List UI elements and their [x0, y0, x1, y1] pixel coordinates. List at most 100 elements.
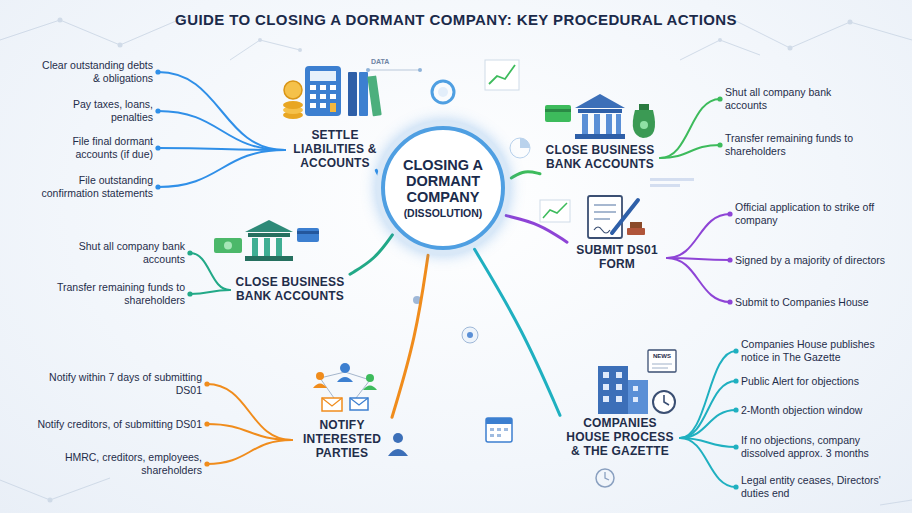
calculator-icon	[310, 71, 336, 81]
hub-node-decoration	[467, 332, 473, 338]
leaf-dot	[717, 96, 722, 101]
network-decoration	[718, 38, 722, 42]
calendar-icon	[486, 418, 512, 424]
leaf-dot	[155, 69, 160, 74]
building-icon	[616, 384, 622, 390]
clock-icon	[653, 391, 675, 413]
leaf-dot	[733, 407, 738, 412]
calculator-icon	[305, 66, 341, 116]
spoke-connector	[506, 216, 567, 243]
leaf-dot	[155, 145, 160, 150]
leaf-dot	[727, 299, 732, 304]
branch-heading: CLOSE BUSINESS BANK ACCOUNTS	[540, 142, 660, 174]
data-decoration	[418, 68, 422, 72]
document-icon	[630, 222, 642, 228]
leaf-item: Shut all company bank accounts	[720, 85, 875, 113]
leaf-text: 2-Month objection window	[741, 404, 862, 417]
branch-heading: CLOSE BUSINESS BANK ACCOUNTS	[230, 274, 350, 306]
newspaper-icon	[652, 368, 668, 369]
heading-text: COMPANIES HOUSE PROCESS & THE GAZETTE	[564, 417, 676, 458]
leaf-text: Notify creditors, of submitting DS01	[37, 418, 202, 431]
building-icon	[628, 380, 648, 414]
branch-connector	[680, 438, 736, 487]
leaf-item: Official application to strike off compa…	[730, 200, 890, 228]
leaf-dot	[733, 444, 738, 449]
small-clock-icon	[596, 469, 614, 487]
card-icon	[297, 228, 319, 242]
calculator-icon	[310, 85, 336, 112]
leaf-dot	[187, 291, 192, 296]
newspaper-icon	[648, 350, 676, 372]
binders-icon	[348, 72, 382, 116]
network-decoration	[0, 15, 912, 505]
diagram-title: GUIDE TO CLOSING A DORMANT COMPANY: KEY …	[0, 11, 912, 28]
building-icon	[603, 384, 609, 390]
money-bag-icon	[633, 104, 655, 138]
chart-decoration	[650, 184, 680, 187]
people-network-icon	[313, 384, 327, 389]
network-decoration	[48, 498, 53, 503]
leaf-text: HMRC, creditors, employees, shareholders	[37, 451, 202, 477]
leaf-text: Signed by a majority of directors	[735, 254, 885, 267]
branch-connector	[207, 440, 292, 464]
leaf-item: Transfer remaining funds to shareholders	[720, 131, 875, 159]
bank-icon	[575, 94, 625, 139]
bank-icon	[248, 233, 290, 237]
bank-icon	[582, 114, 588, 134]
network-decoration	[118, 43, 123, 48]
people-network-icon	[320, 372, 370, 398]
bank-icon	[245, 256, 293, 261]
leaf-item: Notify within 7 days of submitting DS01	[32, 370, 207, 398]
bank-icon	[245, 220, 293, 261]
network-decoration	[848, 20, 853, 25]
leaf-dot	[187, 250, 192, 255]
document-icon	[627, 228, 645, 235]
money-bag-icon	[640, 121, 648, 129]
people-network-icon	[313, 363, 377, 411]
newspaper-icon	[652, 364, 672, 365]
chart-decoration	[540, 200, 570, 222]
bank-icon	[264, 238, 270, 256]
chart-decoration	[650, 178, 694, 181]
cash-icon	[214, 238, 242, 253]
hub-node-decoration	[462, 327, 478, 343]
leaf-dot	[733, 378, 738, 383]
calculator-icon	[310, 85, 316, 90]
branch-connector	[158, 72, 285, 150]
network-decoration	[788, 46, 793, 51]
leaf-dot	[155, 184, 160, 189]
calculator-icon	[330, 103, 336, 112]
branch-connector	[190, 253, 230, 290]
data-decoration	[432, 81, 454, 103]
calculator-icon	[330, 94, 336, 99]
bank-icon	[245, 220, 293, 232]
bank-icon	[252, 238, 282, 256]
leaf-item: File final dormant accounts (if due)	[33, 134, 158, 162]
leaf-text: Submit to Companies House	[735, 296, 869, 309]
building-icon	[603, 372, 609, 378]
branch-heading: SETTLE LIABILITIES & ACCOUNTS	[285, 127, 385, 172]
leaf-item: Public Alert for objections	[736, 374, 864, 389]
building-icon	[616, 396, 622, 402]
coins-icon	[283, 101, 303, 109]
small-clock-icon	[596, 469, 614, 487]
leaf-text: Transfer remaining funds to shareholders	[725, 132, 870, 158]
clock-icon	[664, 395, 669, 405]
calendar-icon	[486, 418, 512, 442]
chart-decoration	[489, 65, 515, 84]
coins-icon	[284, 81, 302, 99]
leaf-text: Notify within 7 days of submitting DS01	[37, 371, 202, 397]
people-network-icon	[316, 372, 324, 380]
spoke-connector	[511, 172, 540, 178]
leaf-item: Transfer remaining funds to shareholders	[50, 280, 190, 308]
card-icon	[545, 105, 571, 122]
branch-connector	[158, 148, 285, 150]
document-icon	[594, 227, 610, 233]
calculator-icon	[310, 103, 316, 108]
leaf-dot	[155, 108, 160, 113]
calculator-icon	[310, 94, 316, 99]
branch-heading: SUBMIT DS01 FORM	[567, 242, 667, 274]
calculator-icon	[305, 66, 341, 116]
leaf-item: Legal entity ceases, Directors' duties e…	[736, 473, 896, 501]
branch-connector	[158, 150, 285, 187]
